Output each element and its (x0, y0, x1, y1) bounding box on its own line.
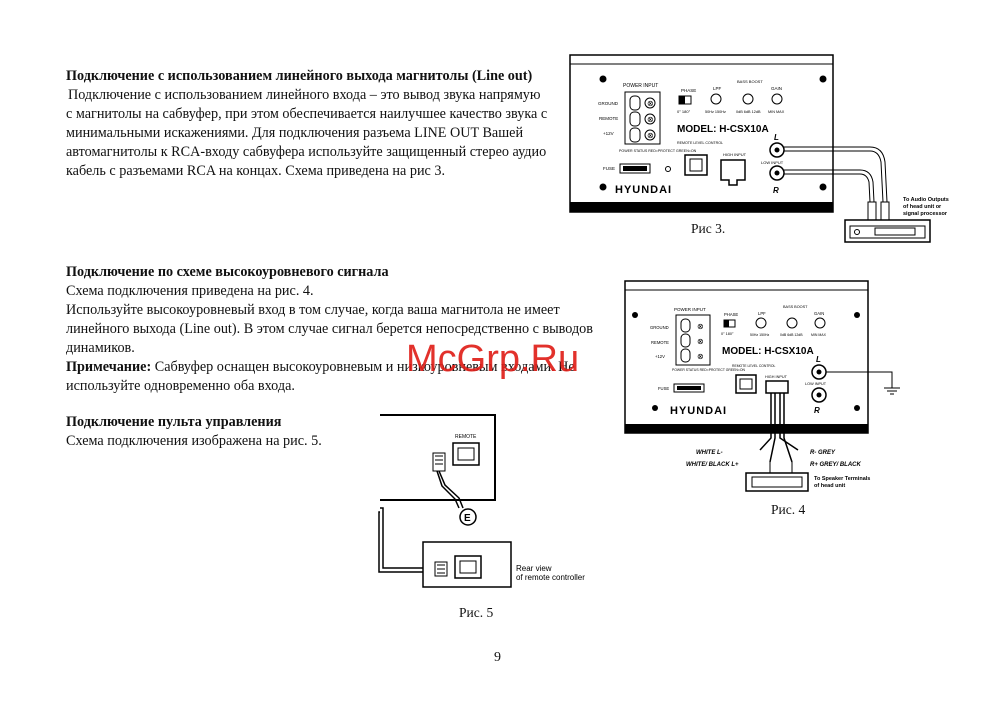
paragraph-line: Схема подключения изображена на рис. 5. (66, 433, 322, 449)
rear-view-label-2: of remote controller (516, 573, 585, 582)
power-input-label: POWER INPUT (623, 83, 658, 89)
watermark: McGrp.Ru (406, 338, 580, 380)
section-line-out: Подключение с использованием линейного в… (66, 67, 566, 181)
svg-text:⊗: ⊗ (697, 337, 704, 346)
high-input-label: HIGH INPUT (723, 152, 747, 157)
remote-level-label: REMOTE LEVEL CONTROL (677, 141, 723, 145)
plus12v-label: +12V (655, 354, 665, 359)
fuse-label: FUSE (658, 386, 669, 391)
rca-right-label: R (773, 186, 779, 195)
phase-label: PHASE (681, 88, 696, 93)
remote-level-label: REMOTE LEVEL CONTROL (732, 364, 776, 368)
bass-boost-label: BASS BOOST (737, 79, 763, 84)
figure-5-caption: Рис. 5 (459, 605, 494, 620)
paragraph-line: с магнитолы на сабвуфер, при этом обеспе… (66, 106, 548, 122)
power-status-label: POWER STATUS RED=PROTECT GREEN=ON (672, 368, 745, 372)
section-title: Подключение по схеме высокоуровневого си… (66, 264, 389, 280)
lpf-values: 50Hz 150Hz (750, 333, 770, 337)
wire-label-white-l-minus: WHITE L- (696, 450, 723, 456)
audio-output-label-2: of head unit or (903, 204, 942, 210)
bass-values: 0dB 6dB 12dB (780, 333, 803, 337)
note-text: Сабвуфер оснащен высокоуровневым и низко… (151, 359, 575, 375)
svg-text:⊗: ⊗ (697, 352, 704, 361)
rca-left-label: L (774, 133, 779, 142)
remote-label: REMOTE (599, 116, 618, 121)
lpf-values: 50Hz 150Hz (705, 110, 726, 114)
lpf-label: LPF (758, 311, 766, 316)
marker-e: E (464, 513, 471, 524)
speaker-terminals-label-1: To Speaker Terminals (814, 476, 870, 482)
section-title: Подключение с использованием линейного в… (66, 68, 533, 84)
gain-values: MIN MAX (811, 333, 827, 337)
fuse-label: FUSE (603, 166, 615, 171)
remote-label: REMOTE (651, 340, 669, 345)
phase-values: 0° 180° (677, 109, 691, 114)
phase-label: PHASE (724, 312, 738, 317)
paragraph-line: кабель с разъемами RCA на концах. Схема … (66, 163, 446, 179)
low-input-label: LOW INPUT (761, 160, 784, 165)
section-high-level: Подключение по схеме высокоуровневого си… (66, 263, 626, 396)
figure-5-diagram: REMOTE E Rear view of remote controller (378, 414, 585, 588)
wire-label-r-plus-grey-black: R+ GREY/ BLACK (810, 462, 862, 468)
speaker-terminals-label-2: of head unit (814, 483, 845, 489)
audio-output-label-1: To Audio Outputs (903, 197, 949, 203)
figure-3-caption: Рис 3. (691, 221, 726, 236)
plus12v-label: +12V (603, 131, 614, 136)
remote-jack-label: REMOTE (455, 434, 477, 440)
bass-boost-label: BASS BOOST (783, 305, 808, 309)
page-number: 9 (494, 650, 501, 665)
svg-text:⊗: ⊗ (647, 131, 654, 140)
paragraph-line: Подключение с использованием линейного в… (68, 87, 541, 103)
paragraph-line: линейного выхода (Line out). В этом случ… (66, 321, 593, 337)
model-label: MODEL: H-CSX10A (677, 124, 769, 135)
svg-text:⊗: ⊗ (647, 99, 654, 108)
gain-label: GAIN (771, 86, 782, 91)
ground-label: GROUND (650, 325, 669, 330)
brand-logo: HYUNDAI (615, 184, 672, 196)
note-label: Примечание: (66, 359, 152, 375)
lpf-label: LPF (713, 86, 722, 91)
phase-values: 0° 180° (721, 332, 734, 336)
paragraph-line: автомагнитолы к RCA-входу сабвуфера испо… (66, 144, 547, 160)
paragraph-line: Схема подключения приведена на рис. 4. (66, 283, 314, 299)
gain-values: MIN MAX (768, 110, 785, 114)
section-remote: Подключение пульта управления Схема подк… (66, 413, 366, 451)
rca-right-label: R (814, 406, 820, 415)
bass-values: 0dB 6dB 12dB (736, 110, 761, 114)
power-status-label: POWER STATUS RED=PROTECT GREEN=ON (619, 149, 697, 153)
rca-left-label: L (816, 355, 821, 364)
section-title: Подключение пульта управления (66, 414, 282, 430)
paragraph-line: Используйте высокоуровневый вход в том с… (66, 302, 560, 318)
paragraph-line: минимальными искажениями. Для подключени… (66, 125, 524, 141)
note-line: используйте одновременно оба входа. (66, 378, 295, 394)
paragraph-line: динамиков. (66, 340, 135, 356)
figure-4-caption: Рис. 4 (771, 502, 806, 517)
note-line: Примечание: Сабвуфер оснащен высокоуровн… (66, 358, 626, 377)
brand-logo: HYUNDAI (670, 405, 727, 417)
model-label: MODEL: H-CSX10A (722, 346, 814, 357)
wire-label-r-minus-grey: R- GREY (810, 450, 836, 456)
low-input-label: LOW INPUT (805, 382, 827, 386)
svg-text:⊗: ⊗ (647, 115, 654, 124)
gain-label: GAIN (814, 311, 824, 316)
figure-4-diagram: POWER INPUT ⊗ ⊗ ⊗ GROUND REMOTE +12V PHA… (624, 280, 900, 492)
svg-text:⊗: ⊗ (697, 322, 704, 331)
rear-view-label-1: Rear view (516, 564, 552, 573)
high-input-label: HIGH INPUT (765, 375, 788, 379)
wire-label-white-black-l-plus: WHITE/ BLACK L+ (686, 462, 739, 468)
audio-output-label-3: signal processor (903, 211, 948, 217)
power-input-label: POWER INPUT (674, 307, 706, 312)
figure-3-diagram: POWER INPUT ⊗ ⊗ ⊗ GROUND REMOTE +12V PHA… (569, 54, 949, 243)
ground-label: GROUND (598, 101, 619, 106)
